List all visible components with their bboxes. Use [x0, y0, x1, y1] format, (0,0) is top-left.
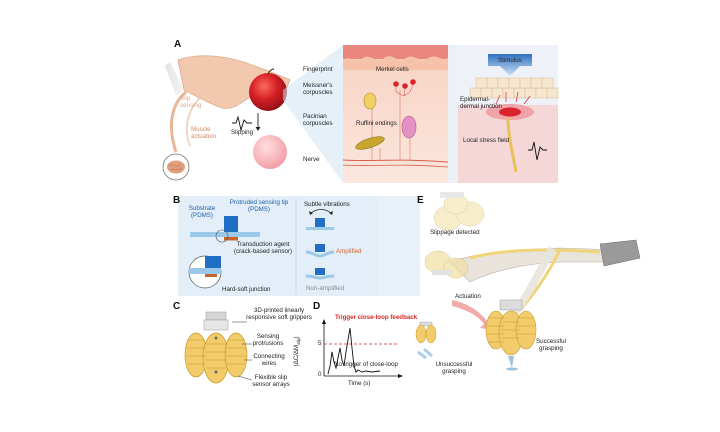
faded-gripper-mid	[424, 250, 469, 279]
non-amplified-label: Non-amplified	[306, 285, 345, 292]
forearm	[165, 62, 184, 96]
fingerprint-label: Fingerprint	[303, 66, 333, 73]
muscle-actuation-arc	[185, 97, 201, 147]
brain-icon	[167, 160, 185, 174]
panel-d-letter: D	[313, 301, 321, 312]
falling-apple	[253, 135, 287, 169]
slip-signal-icon	[232, 115, 252, 132]
panel-a-letter: A	[174, 39, 182, 50]
successful-gripper	[485, 299, 537, 371]
stress-signal-icon	[528, 141, 547, 161]
apple	[249, 73, 287, 111]
merkel-cells-label: Merkel cells	[376, 66, 409, 73]
panel-e	[424, 192, 641, 371]
actuation-arrow	[452, 300, 492, 330]
arm-joint	[599, 239, 641, 267]
subtle-vibrations-label: Subtle vibrations	[304, 201, 350, 208]
d-tick-0: 0	[318, 371, 322, 378]
panel-d	[322, 319, 437, 378]
epidermal-cells	[469, 77, 559, 99]
zoom-callout	[283, 45, 343, 183]
hard-soft-label: Hard-soft junction	[222, 286, 271, 293]
meissner-corpuscle	[363, 92, 377, 110]
faded-gripper-top	[433, 192, 485, 231]
no-trigger-label: No trigger of close-loop	[334, 361, 398, 368]
grasped-object	[508, 356, 514, 368]
panel-c-letter: C	[173, 301, 181, 312]
trigger-label: Trigger close-loop feedback	[335, 314, 418, 321]
amplified-deformation	[305, 250, 335, 258]
amplified-label: Amplified	[336, 248, 362, 255]
zoom-callout-b	[378, 196, 420, 296]
slippage-label: Slippage detected	[430, 229, 480, 236]
transduction-agent	[224, 237, 238, 241]
actuation-label: Actuation	[455, 293, 481, 300]
d-xlabel: Time (s)	[348, 380, 371, 387]
stimulus-arrow	[488, 54, 532, 76]
unsuccessful-gripper	[415, 321, 437, 360]
ruffini-ending	[401, 115, 417, 139]
stimulus-label: Stimulus	[498, 57, 522, 64]
panel-b-letter: B	[173, 195, 181, 206]
zoom-callout-2	[448, 45, 458, 183]
transduction-label: Transduction agent(crack-based sensor)	[233, 241, 293, 256]
substrate-label: Substrate(PDMS)	[188, 205, 216, 220]
protruded-tip	[224, 216, 238, 232]
panel-c	[184, 311, 253, 384]
slip-signal-trace	[327, 327, 381, 375]
ruffini-label: Ruffini endings	[356, 120, 397, 127]
slip-sensing-arc	[169, 90, 187, 153]
non-amplified-deformation	[305, 274, 335, 280]
panel-e-letter: E	[417, 195, 424, 206]
merkel-cells	[393, 79, 416, 97]
junction-marker	[215, 229, 229, 243]
pacinian-corpuscle	[355, 136, 385, 150]
soft-gripper-c	[184, 311, 248, 384]
substrate-layer	[190, 232, 260, 237]
protruded-tip-label: Protruded sensing tip(PDMS)	[229, 199, 289, 214]
epidermal-label: Epidermal-dermal junction	[460, 96, 502, 111]
panel-b	[178, 196, 420, 296]
d-tick-5: 5	[318, 340, 322, 347]
d-ylabel: |ΔC/ΔMslip|	[293, 336, 302, 366]
local-stress-label: Local stress field	[463, 137, 510, 144]
panel-a	[162, 45, 559, 183]
nerve-label: Nerve	[303, 156, 320, 163]
slipping-label: Slipping	[231, 129, 254, 136]
